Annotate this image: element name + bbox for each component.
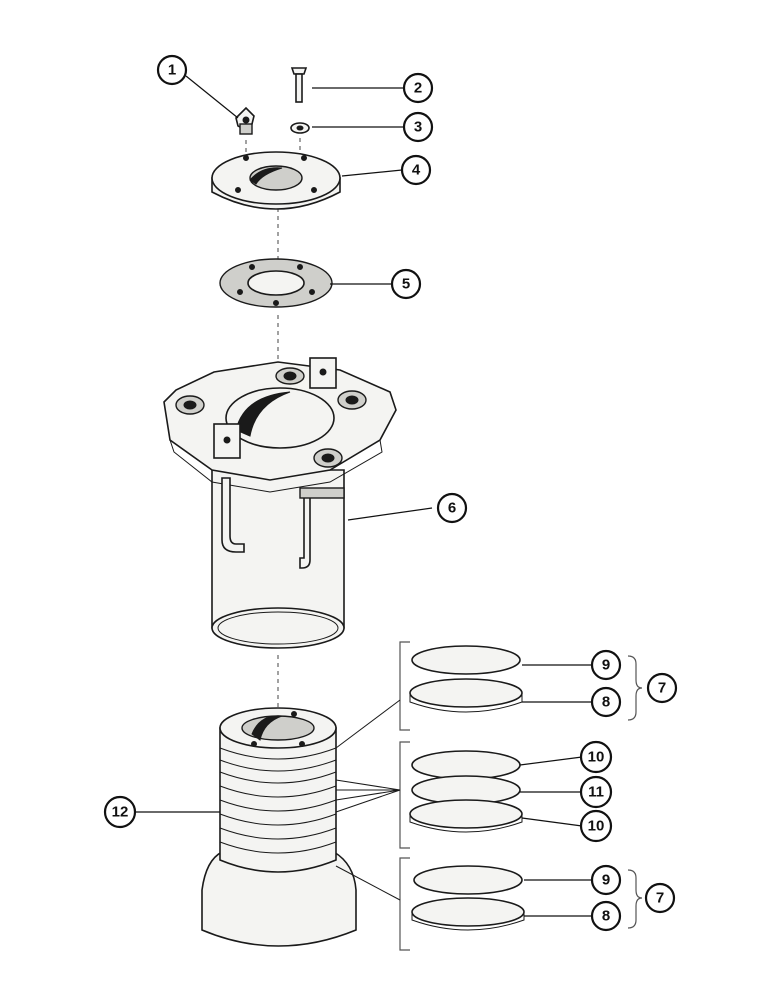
ring-set-c	[411, 865, 525, 931]
callout-3: 3	[402, 111, 434, 143]
part-4-flange-cap	[211, 151, 341, 210]
callout-4-label: 4	[412, 162, 421, 179]
part-1-grease-fitting	[235, 106, 255, 135]
part-6-housing	[163, 357, 397, 649]
piston-grooves	[219, 747, 337, 854]
callout-11-label: 11	[588, 784, 604, 801]
callout-5: 5	[390, 268, 422, 300]
callout-1: 1	[156, 54, 188, 86]
callout-7-upper: 7	[646, 672, 678, 704]
callout-8-upper: 8	[590, 686, 622, 718]
callout-8-upper-label: 8	[602, 694, 610, 711]
callout-7-lower: 7	[644, 882, 676, 914]
callout-8-lower: 8	[590, 900, 622, 932]
callout-12: 12	[103, 795, 137, 829]
callout-6-label: 6	[448, 500, 456, 517]
part-2-bolt	[290, 67, 308, 103]
callout-8-lower-label: 8	[602, 908, 610, 925]
callout-7-upper-label: 7	[658, 680, 666, 697]
ring-set-b	[409, 750, 523, 833]
callout-10-upper: 10	[579, 740, 613, 774]
callout-6: 6	[436, 492, 468, 524]
part-3-washer	[290, 122, 310, 134]
detail-frames	[335, 641, 410, 951]
part-5-gasket	[219, 258, 333, 308]
ring-set-a	[409, 645, 523, 713]
callout-9-upper: 9	[590, 649, 622, 681]
callout-11: 11	[579, 775, 613, 809]
callout-7-lower-label: 7	[656, 890, 664, 907]
callout-9-lower-label: 9	[602, 872, 610, 889]
callout-9-upper-label: 9	[602, 657, 610, 674]
callout-2: 2	[402, 72, 434, 104]
grouping-braces	[627, 655, 643, 929]
callout-1-label: 1	[168, 62, 176, 79]
callout-10-upper-label: 10	[588, 749, 605, 766]
assembly-axis	[245, 138, 301, 720]
callout-12-label: 12	[112, 804, 129, 821]
leader-lines	[136, 75, 592, 917]
callout-5-label: 5	[402, 276, 410, 293]
callout-9-lower: 9	[590, 864, 622, 896]
callout-4: 4	[400, 154, 432, 186]
callout-3-label: 3	[414, 119, 422, 136]
callout-10-lower: 10	[579, 809, 613, 843]
callout-2-label: 2	[414, 80, 422, 97]
callout-10-lower-label: 10	[588, 818, 605, 835]
part-12-piston-assembly	[201, 707, 357, 947]
